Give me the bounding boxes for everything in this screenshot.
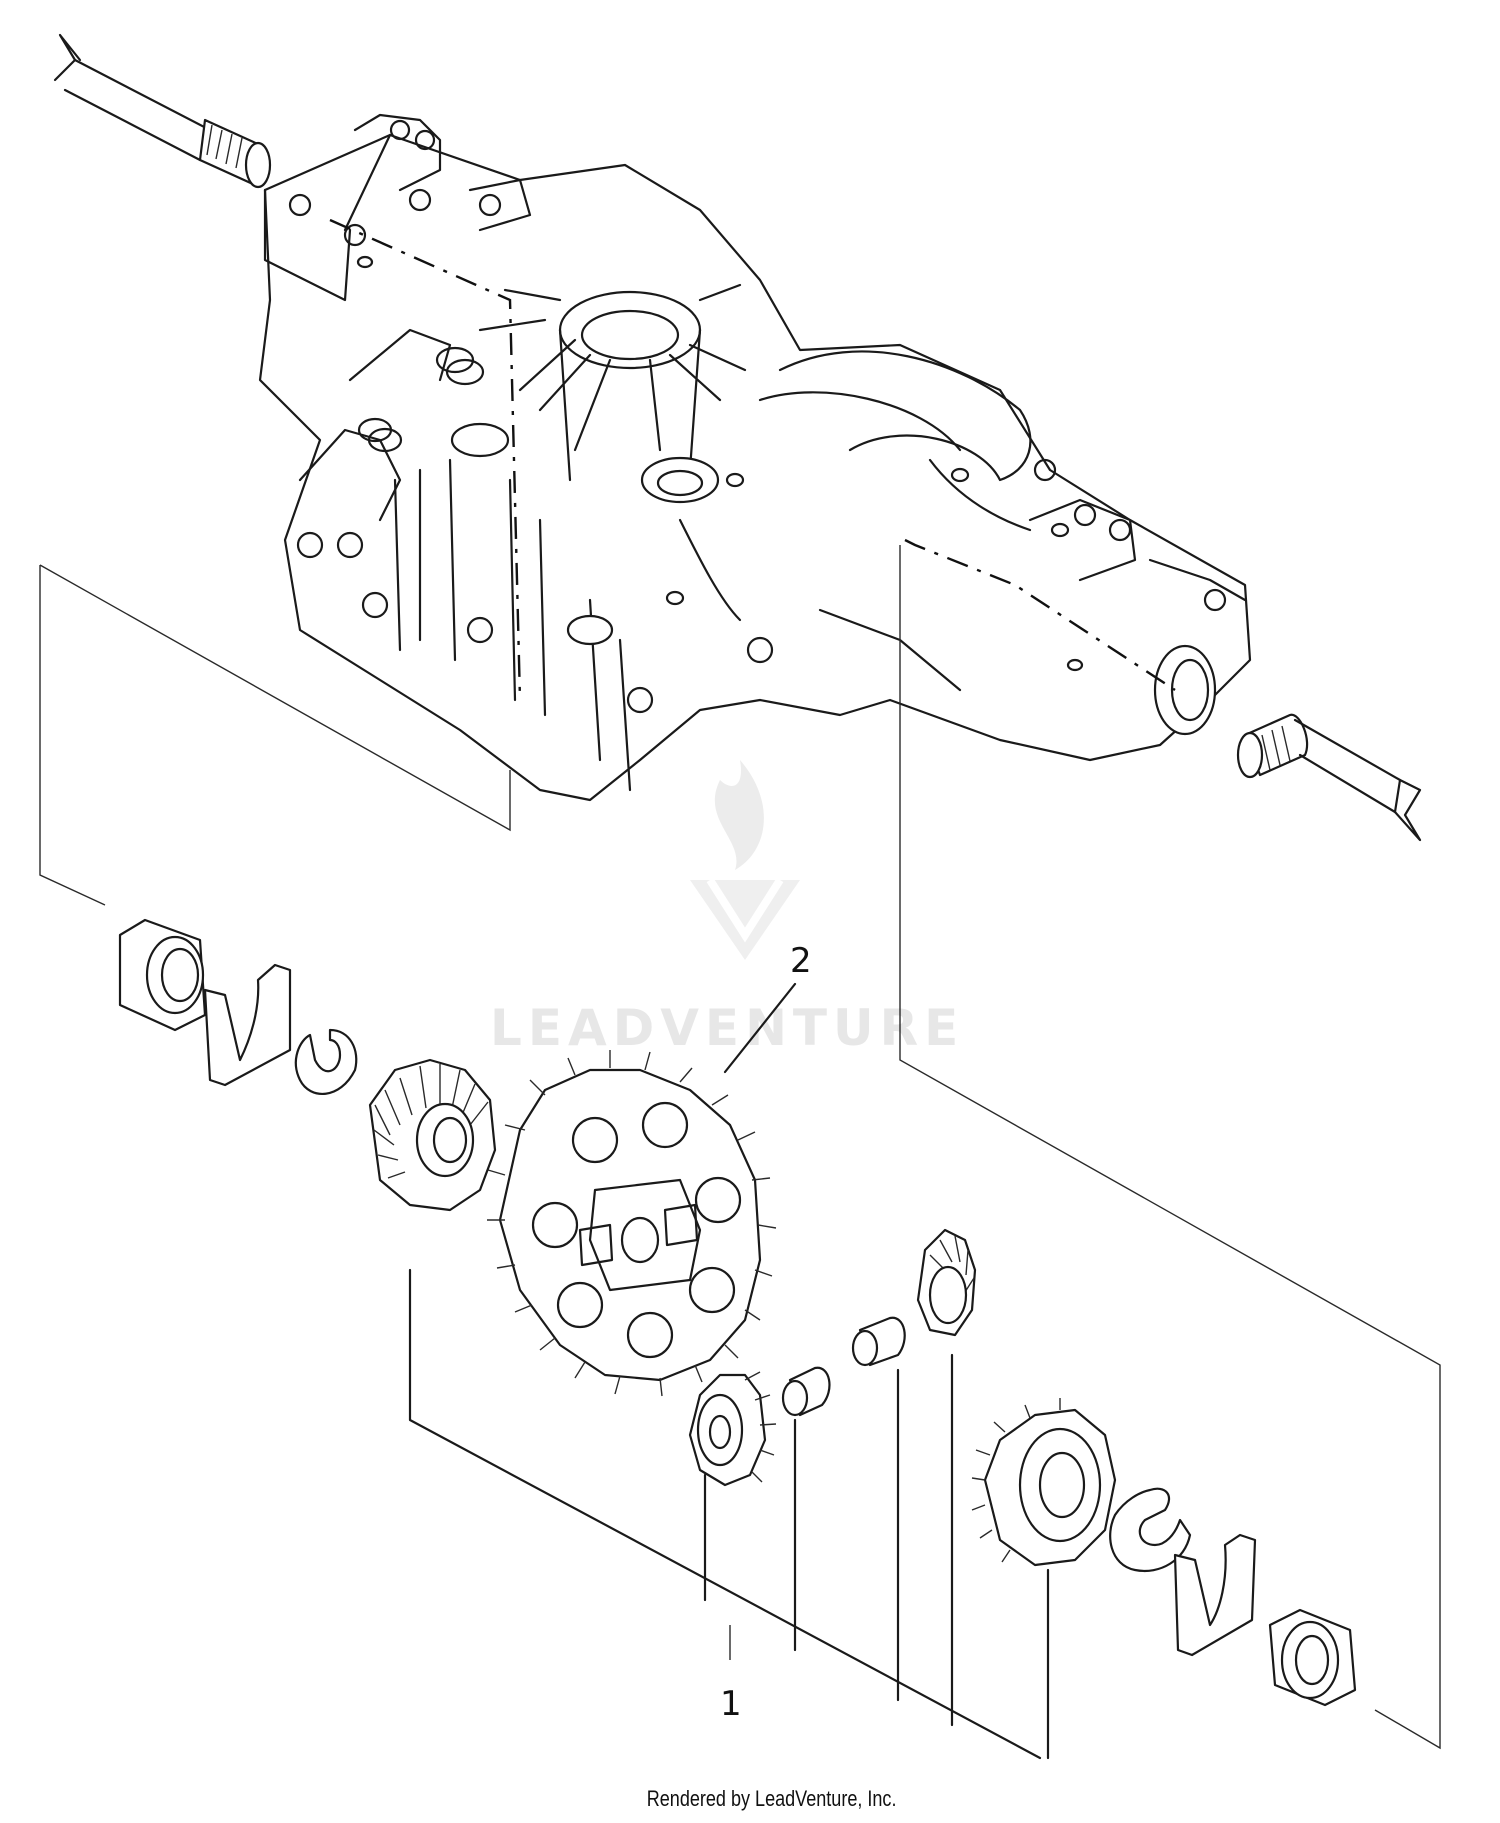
right-axle-shaft <box>1236 713 1422 842</box>
left-snap-ring <box>294 1028 358 1095</box>
ring-gear <box>487 1050 777 1397</box>
right-bevel-gear <box>971 1398 1117 1567</box>
left-exploded-frame <box>39 564 511 906</box>
right-bushing <box>1268 1608 1357 1707</box>
left-bushing <box>118 918 207 1032</box>
left-centerline <box>329 218 522 701</box>
item-1-bracket <box>408 1268 1050 1760</box>
left-bevel-gear <box>368 1058 497 1212</box>
item-2-leader <box>723 982 797 1074</box>
left-thrust-plate <box>203 963 292 1087</box>
transaxle-housing <box>258 113 1252 802</box>
callout-2: 2 <box>790 941 812 981</box>
right-snap-ring <box>1109 1487 1192 1573</box>
leadventure-watermark: LEADVENTURE <box>490 760 964 1057</box>
right-thrust-plate <box>1173 1533 1257 1657</box>
callout-1: 1 <box>720 1684 742 1724</box>
left-axle-shaft <box>53 33 272 189</box>
pinion-gear-lower <box>688 1371 777 1487</box>
watermark-text: LEADVENTURE <box>490 999 964 1057</box>
cross-pin-right-end <box>851 1329 879 1367</box>
cross-pin-left-end <box>781 1379 809 1417</box>
right-exploded-frame <box>899 545 1441 1750</box>
right-centerline <box>904 538 1176 692</box>
render-credit: Rendered by LeadVenture, Inc. <box>646 1786 897 1811</box>
pinion-gear-upper <box>916 1228 977 1337</box>
